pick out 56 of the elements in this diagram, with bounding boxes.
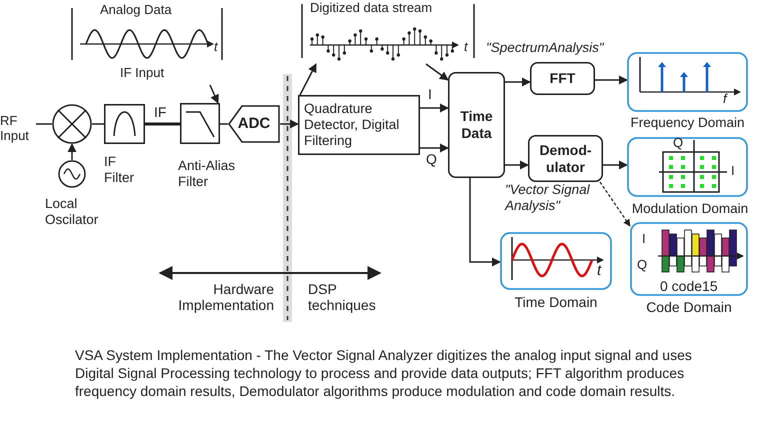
- spectrum-panel: [627, 52, 748, 112]
- drawing-label: Digitized data stream: [310, 1, 432, 16]
- box-label: Time Data: [459, 108, 494, 142]
- connector-arrow: [505, 78, 531, 86]
- node-caption: Local Oscilator: [45, 196, 100, 228]
- box-label: FFT: [550, 70, 576, 87]
- process-box: [528, 135, 603, 182]
- note-text: "Vector Signal Analysis": [505, 182, 591, 214]
- lowpass-filter-box: [180, 103, 220, 144]
- constellation-panel: [627, 137, 748, 197]
- process-box: [530, 62, 595, 95]
- connector-arrow: [505, 160, 529, 170]
- converter-block: [228, 105, 280, 143]
- box-label: Demod- ulator: [538, 142, 593, 176]
- drawing-label: f: [723, 92, 727, 107]
- connector-arrow: [600, 182, 630, 227]
- node-caption: Anti-Alias Filter: [178, 158, 236, 190]
- note-text: "SpectrumAnalysis": [486, 40, 604, 56]
- connector-arrow: [420, 144, 449, 152]
- connector-arrow: [603, 160, 628, 170]
- drawing-label: RF Input: [0, 114, 30, 144]
- drawing-label: Analog Data: [100, 3, 172, 18]
- drawing-label: IF Input: [120, 66, 164, 81]
- drawing-label: I: [642, 232, 646, 247]
- box-label: Quadrature Detector, Digital Filtering: [304, 100, 400, 150]
- node-caption: IF Filter: [104, 154, 135, 186]
- box-label: ADC: [238, 115, 270, 133]
- caption-text: VSA System Implementation - The Vector Signal Analyzer digitizes the analog input signal and uses Digital Signal Processing technology to process and provide data outputs; FFT algorithm produces frequency domain results, Demodulator algorithms produce modulation and code domain results.: [75, 346, 693, 401]
- code-domain-panel: [630, 222, 748, 296]
- oscillator-symbol: [58, 160, 86, 188]
- process-box: [298, 95, 420, 155]
- connector-arrow: [280, 120, 299, 128]
- drawing-label: t: [214, 40, 218, 55]
- connector-arrow: [299, 63, 317, 96]
- connector-arrow: [595, 76, 628, 84]
- drawing-label: Q: [673, 136, 684, 151]
- node-caption: Modulation Domain: [630, 201, 750, 217]
- drawing-label: 0 code15: [660, 278, 718, 294]
- drawing-label: t: [464, 40, 468, 55]
- connector-arrow: [209, 84, 219, 104]
- process-box: [448, 72, 505, 178]
- connector-arrow: [426, 63, 449, 81]
- waveform-panel: [500, 232, 612, 290]
- connector-arrow: [420, 104, 449, 112]
- drawing-label: I: [731, 164, 735, 179]
- drawing-label: t: [597, 262, 602, 280]
- edge-label: Q: [426, 151, 437, 168]
- drawing-label: Q: [637, 258, 648, 273]
- note-text: DSP techniques: [308, 281, 377, 314]
- connector-arrow: [469, 178, 501, 266]
- node-caption: Time Domain: [514, 294, 598, 310]
- node-caption: Frequency Domain: [629, 115, 746, 131]
- node-caption: Code Domain: [645, 299, 733, 316]
- note-text: Hardware Implementation: [178, 281, 274, 314]
- bandpass-filter-box: [104, 104, 145, 144]
- connector-arrow: [68, 143, 76, 160]
